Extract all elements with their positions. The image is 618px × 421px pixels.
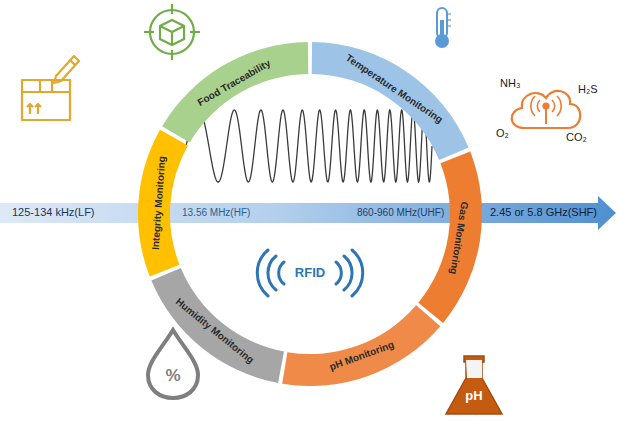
rfid-label: RFID — [295, 265, 325, 281]
package-icon — [22, 91, 70, 93]
package-icon — [22, 80, 70, 120]
package-icon — [39, 80, 41, 92]
rfid-waves — [257, 250, 268, 296]
thermometer-icon — [435, 8, 451, 48]
flask-icon — [466, 360, 482, 378]
rfid-waves — [268, 256, 276, 290]
traceability-icon — [171, 4, 173, 14]
ring-segment-fill — [418, 152, 482, 323]
package-icon — [70, 60, 75, 65]
gas-cloud-icon — [512, 91, 581, 128]
segment-label: Food Traceability — [196, 57, 273, 109]
ring-segment-fill — [282, 305, 440, 386]
thermometer-icon — [447, 25, 451, 26]
traceability-icon — [160, 20, 184, 45]
drop-label: % — [165, 366, 180, 386]
rfid-waves — [344, 256, 352, 290]
flask-icon — [446, 356, 502, 414]
drop-icon — [148, 330, 198, 398]
traceability-icon — [190, 31, 200, 33]
package-icon — [27, 104, 41, 114]
ring-segment-fill — [151, 268, 284, 383]
segment-label: Humidity Monitoring — [173, 296, 256, 367]
gas-label: CO₂ — [566, 131, 587, 144]
segment-label: Temperature Monitoring — [344, 52, 445, 126]
gas-label: O₂ — [496, 127, 509, 140]
rfid-waves — [257, 250, 362, 296]
drop-icon — [148, 330, 198, 398]
ring-segment-fill — [162, 42, 308, 143]
rfid-waves — [279, 262, 284, 284]
traceability-icon — [144, 4, 200, 60]
band-label: 125-134 kHz(LF) — [12, 206, 95, 219]
package-icon — [22, 56, 79, 120]
gas-cloud-icon — [531, 96, 561, 116]
flask-label: pH — [465, 388, 482, 404]
package-icon — [54, 56, 79, 83]
gas-label: H₂S — [578, 83, 598, 96]
ring-segment-fill — [138, 130, 188, 277]
band-label: 13.56 MHz(HF) — [182, 207, 250, 219]
thermometer-icon — [437, 8, 447, 38]
segment-label: Gas Monitoring — [447, 200, 470, 274]
rfid-waves — [352, 250, 363, 296]
band-label: 2.45 or 5.8 GHz(SHF) — [490, 206, 597, 219]
frequency-band — [0, 196, 616, 230]
package-icon — [51, 80, 53, 92]
gas-cloud-icon — [537, 100, 554, 112]
gas-cloud-icon — [512, 91, 581, 128]
thermometer-icon — [447, 19, 451, 20]
band-label: 860-960 MHz(UHF) — [357, 207, 444, 219]
ring-segment-fill — [312, 42, 469, 160]
chirp-wave — [186, 110, 432, 182]
flask-icon — [446, 356, 502, 414]
traceability-icon — [150, 10, 194, 54]
gas-cloud-icon — [544, 104, 549, 109]
traceability-icon — [144, 31, 154, 33]
thermometer-icon — [447, 13, 451, 14]
traceability-icon — [171, 50, 173, 60]
gas-label: NH₃ — [500, 77, 520, 90]
rfid-waves — [336, 262, 341, 284]
traceability-icon — [160, 26, 184, 45]
segment-label: pH Monitoring — [328, 339, 396, 373]
segment-label: Integrity Monitoring — [150, 156, 169, 250]
thermometer-icon — [435, 34, 449, 48]
